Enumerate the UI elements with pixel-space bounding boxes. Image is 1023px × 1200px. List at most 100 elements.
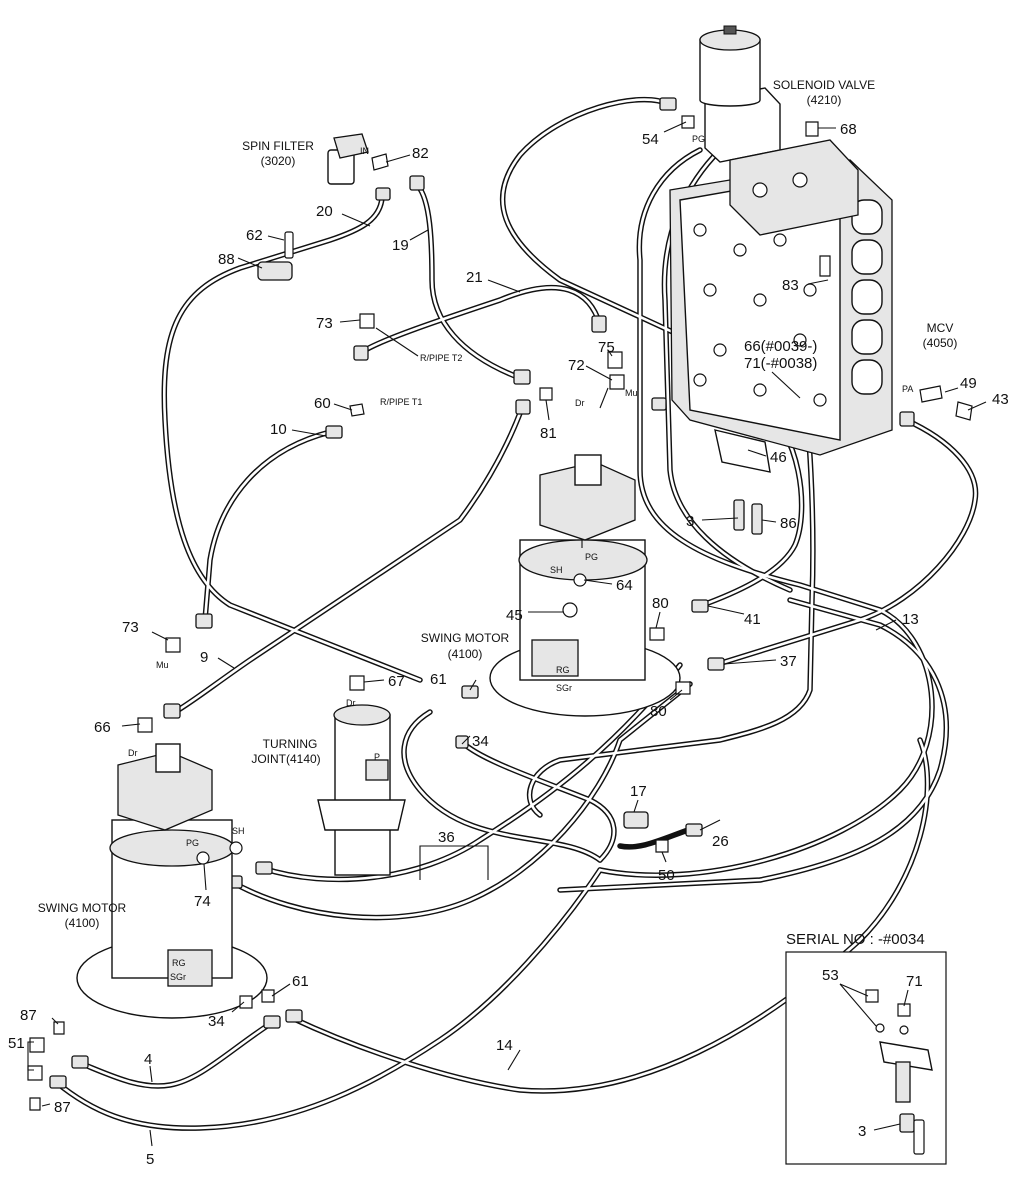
hose-hl-5 xyxy=(54,868,602,1130)
hose-61 xyxy=(401,709,603,863)
leader xyxy=(873,1123,901,1131)
callout-71a: 71(-#0038) xyxy=(744,355,817,372)
hose-end-fitting xyxy=(285,1009,303,1023)
spin-filter-name: SPIN FILTER xyxy=(242,139,314,153)
spin-filter xyxy=(257,133,389,281)
solenoid-valve-name: SOLENOID VALVE xyxy=(773,78,875,92)
turning-joint-body xyxy=(334,714,391,876)
leader xyxy=(507,1049,521,1071)
leader xyxy=(217,657,235,669)
hose-end-fitting xyxy=(49,1075,67,1089)
port-label-dr-upper: Dr xyxy=(575,398,585,408)
fitting-81 xyxy=(539,387,553,401)
callout-62: 62 xyxy=(246,227,263,244)
leader xyxy=(545,399,550,421)
fitting-73b xyxy=(165,637,181,653)
fitting-67 xyxy=(349,675,365,691)
leader xyxy=(875,619,897,631)
leader xyxy=(291,429,327,437)
fitting-73a xyxy=(359,313,375,329)
fitting-80a xyxy=(649,627,665,641)
hose-end-fitting xyxy=(591,315,607,333)
hose-end-fitting xyxy=(353,345,369,361)
solenoid-coil-block xyxy=(729,139,859,236)
callout-10: 10 xyxy=(270,421,287,438)
callout-66a: 66(#0039-) xyxy=(744,338,817,355)
callout-54: 54 xyxy=(642,131,659,148)
callout-26: 26 xyxy=(712,833,729,850)
mcv-port xyxy=(803,283,817,297)
leader xyxy=(375,327,419,357)
callout-49: 49 xyxy=(960,375,977,392)
callout-43: 43 xyxy=(992,391,1009,408)
mcv-spool xyxy=(851,239,883,275)
hose-end-fitting xyxy=(651,397,667,411)
fitting-60 xyxy=(349,403,365,417)
callout-81: 81 xyxy=(540,425,557,442)
leader xyxy=(839,983,869,997)
lower-motor-valve xyxy=(155,743,181,773)
hose-end-fitting xyxy=(163,703,181,719)
fitting-34b xyxy=(239,995,253,1009)
callout-3b: 3 xyxy=(858,1123,866,1140)
turning-joint xyxy=(317,675,669,876)
hose-hl-36-a xyxy=(260,663,682,881)
callout-61a: 61 xyxy=(430,671,447,688)
mcv-code: (4050) xyxy=(923,336,958,350)
hose-hl-37 xyxy=(713,418,977,667)
callout-46: 46 xyxy=(770,449,787,466)
turning-joint-name: TURNING xyxy=(263,737,318,751)
port-label-p-joint: P xyxy=(374,752,380,762)
callout-82: 82 xyxy=(412,145,429,162)
hose-end-fitting xyxy=(659,97,677,111)
hose-end-fitting xyxy=(461,685,479,699)
hose-hl-61 xyxy=(402,710,602,862)
mcv-bracket xyxy=(714,429,771,473)
turning-joint-port-p xyxy=(365,759,389,781)
hose-end-fitting xyxy=(691,599,709,613)
leader xyxy=(149,1129,153,1147)
callout-87b: 87 xyxy=(54,1099,71,1116)
callout-21: 21 xyxy=(466,269,483,286)
fitting-51 xyxy=(29,1037,45,1053)
mcv-port xyxy=(753,383,767,397)
inset-washer xyxy=(875,1023,885,1033)
hose-hl-34 xyxy=(460,740,616,862)
hose-hl-top xyxy=(501,98,692,342)
hose-end-fitting xyxy=(375,187,391,201)
fitting-sh-lower xyxy=(229,841,243,855)
fitting-54 xyxy=(681,115,695,129)
port-label-sgr-upper: SGr xyxy=(556,683,572,693)
swing-motor-lower-code: (4100) xyxy=(65,916,100,930)
port-label-dr-joint: Dr xyxy=(346,698,356,708)
leader xyxy=(385,154,411,163)
lower-motor-rg-block xyxy=(167,949,213,987)
hose-fittings xyxy=(49,97,915,1089)
leader xyxy=(967,401,987,411)
leader xyxy=(469,679,477,691)
callout-37: 37 xyxy=(780,653,797,670)
mcv-spools xyxy=(851,199,883,395)
mcv-spool xyxy=(851,279,883,315)
port-label-sgr-lower: SGr xyxy=(170,972,186,982)
callout-66b: 66 xyxy=(94,719,111,736)
leader xyxy=(203,863,207,891)
inset-fitting-53a xyxy=(865,989,879,1003)
callout-41: 41 xyxy=(744,611,761,628)
leader xyxy=(699,819,721,831)
hose-end-fitting xyxy=(409,175,425,191)
leader xyxy=(583,579,613,585)
mcv-port xyxy=(693,373,707,387)
fitting-43 xyxy=(955,401,973,421)
leader xyxy=(461,735,471,745)
hose-end-fitting xyxy=(455,735,469,749)
inset-bolt-long xyxy=(913,1119,925,1155)
leader xyxy=(333,403,353,411)
leader xyxy=(707,605,745,615)
callout-17: 17 xyxy=(630,783,647,800)
mcv-port xyxy=(773,233,787,247)
port-label-pg-lower: PG xyxy=(186,838,199,848)
leader-lines xyxy=(27,121,987,1147)
callout-86: 86 xyxy=(780,515,797,532)
